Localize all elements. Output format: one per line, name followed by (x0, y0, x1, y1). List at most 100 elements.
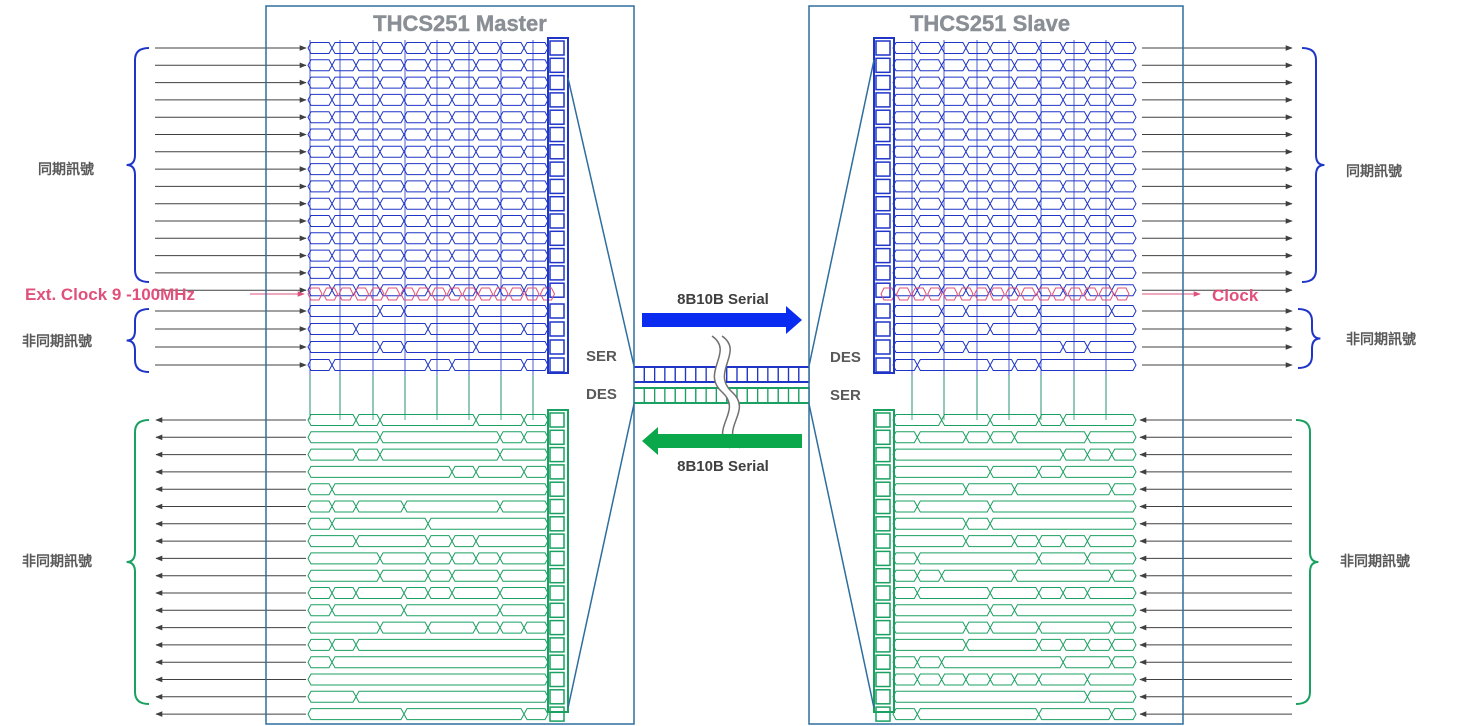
master-sync-bus (307, 232, 549, 245)
slave-async-in-register (875, 429, 891, 446)
master-sync-register (549, 230, 565, 247)
serial-forward-bit (684, 366, 697, 383)
slave-async-in-bus (892, 569, 1137, 582)
reverse-arrow-icon (642, 427, 802, 455)
serial-reverse-bit (798, 387, 810, 404)
master-async-out-bus (307, 690, 549, 703)
slave-sync-bus (892, 128, 1137, 141)
master-sync-bus (307, 266, 549, 279)
slave-sync-bus (892, 42, 1137, 54)
slave-async-out-label: 非同期訊號 (1346, 331, 1416, 347)
master-sync-register (549, 109, 565, 125)
slave-des-label: DES (830, 349, 861, 366)
slave-sync-register (875, 265, 891, 281)
master-async-out-bus (307, 465, 549, 478)
master-sync-bus (307, 163, 549, 176)
slave-async-in-register (875, 585, 891, 601)
master-sync-bus (307, 197, 549, 210)
slave-async-out-register (875, 303, 891, 319)
slave-sync-bus (892, 232, 1137, 245)
master-register-column (547, 37, 569, 374)
serial-reverse-bit (777, 387, 790, 404)
slave-sync-register (875, 161, 891, 177)
master-async-out-bus (307, 483, 549, 496)
master-async-out-register (549, 429, 565, 446)
slave-async-in-register (875, 671, 891, 688)
slave-async-in-bus (892, 552, 1137, 565)
master-sync-register (549, 195, 565, 212)
master-async-out-bus (307, 552, 549, 565)
slave-async-out-register (875, 357, 891, 373)
serial-forward-bit (746, 366, 759, 383)
slave-async-in-bus (892, 708, 1137, 721)
signal-layer (126, 37, 1325, 722)
slave-sync-bus (892, 93, 1137, 106)
slave-sync-bus (892, 197, 1137, 210)
master-fan-bottom (567, 403, 635, 709)
slave-async-in-register (875, 446, 891, 463)
slave-async-in-register (875, 412, 891, 428)
link-break-line-left (711, 335, 731, 449)
reverse-link-label: 8B10B Serial (677, 458, 769, 475)
slave-async-in-bus (892, 431, 1137, 444)
slave-async-in-bus (892, 621, 1137, 634)
serial-forward-bit (777, 366, 790, 383)
master-async-out-register (549, 689, 565, 705)
slave-sync-register (875, 195, 891, 212)
master-async-out-register (549, 533, 565, 549)
slave-sync-bus (892, 59, 1137, 72)
serial-reverse-bit (705, 387, 717, 404)
master-chip-frame (265, 5, 635, 725)
master-sync-bus (307, 180, 549, 193)
master-ser-label: SER (586, 348, 617, 365)
slave-async-in-register (875, 533, 891, 549)
serial-forward-bit (756, 366, 769, 383)
master-async-out-bus (307, 431, 549, 444)
master-async-out-bus (307, 448, 549, 461)
serial-reverse-bit (684, 387, 697, 404)
master-des-label: DES (586, 386, 617, 403)
master-async-in-label: 非同期訊號 (22, 333, 92, 349)
slave-ser-label: SER (830, 387, 861, 404)
slave-sync-bus (892, 180, 1137, 193)
master-clock-waveform (307, 287, 556, 301)
slave-async-out-bus (892, 341, 1137, 353)
slave-sync-bus (892, 249, 1137, 262)
slave-sync-register (875, 74, 891, 91)
slave-async-in-bus (892, 465, 1137, 478)
master-async-out-bus (307, 569, 549, 582)
master-sync-bus (307, 145, 549, 158)
master-async-in-register (549, 357, 565, 373)
master-async-out-bus (307, 535, 549, 548)
slave-sync-bus (892, 266, 1137, 279)
slave-async-in-bus (892, 414, 1137, 426)
slave-sync-register (875, 126, 891, 143)
master-async-in-register (549, 303, 565, 319)
slave-async-in-register (875, 550, 891, 567)
slave-sync-register (875, 40, 891, 56)
slave-sync-register (875, 178, 891, 195)
master-sync-bus (307, 59, 549, 72)
master-async-out-bus (307, 638, 549, 651)
master-title: THCS251 Master (373, 11, 547, 36)
slave-sync-register (875, 92, 891, 108)
master-async-out-register (549, 446, 565, 463)
master-sync-register (549, 213, 565, 229)
slave-async-in-register (875, 689, 891, 705)
master-async-out-register (549, 567, 565, 584)
forward-link-label: 8B10B Serial (677, 291, 769, 308)
master-sync-bus (307, 111, 549, 124)
master-async-in-brace (126, 308, 150, 373)
slave-async-in-bus (892, 500, 1137, 513)
slave-async-out-brace (1297, 308, 1321, 369)
slave-async-in-register (875, 516, 891, 532)
master-async-out-register (549, 498, 565, 515)
master-sync-register (549, 178, 565, 195)
master-sync-register (549, 92, 565, 108)
master-async-out-register (549, 464, 565, 480)
master-sync-register (549, 57, 565, 74)
slave-register-column (873, 37, 895, 374)
master-async-out-label: 非同期訊號 (22, 553, 92, 569)
serial-forward-bit (653, 366, 666, 383)
serial-reverse-bit (756, 387, 769, 404)
